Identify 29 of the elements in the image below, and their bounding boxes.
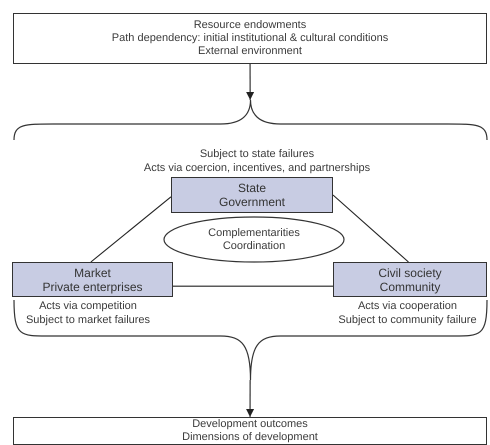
connector-line bbox=[173, 286, 333, 287]
node-text: State bbox=[238, 181, 266, 195]
node-text: Coordination bbox=[222, 240, 286, 252]
annotation-text: Acts via cooperation bbox=[358, 299, 458, 313]
node-text: Market bbox=[74, 266, 111, 280]
annotation-text: Subject to community failure bbox=[338, 313, 477, 327]
sector-box bbox=[171, 177, 333, 213]
node-text: Development outcomes bbox=[192, 418, 308, 431]
annotation-text: Acts via competition bbox=[39, 299, 137, 313]
annotation-text: Subject to state failures bbox=[200, 147, 314, 161]
node-text: Civil society bbox=[378, 266, 442, 280]
node-text: External environment bbox=[198, 45, 302, 58]
connector-line bbox=[332, 194, 409, 262]
node-text: Complementarities bbox=[208, 226, 300, 240]
outcome-box bbox=[13, 417, 487, 445]
node-text: Path dependency: initial institutional & cultural conditions bbox=[112, 32, 388, 45]
input-box bbox=[13, 13, 487, 64]
connector-line bbox=[90, 196, 172, 262]
arrow bbox=[246, 64, 254, 100]
node-text: Resource endowments bbox=[194, 19, 306, 32]
annotation-text: Acts via coercion, incentives, and partnerships bbox=[144, 161, 370, 175]
node-text: Private enterprises bbox=[42, 280, 143, 294]
node-text: Government bbox=[218, 195, 286, 209]
node-text: Community bbox=[380, 280, 440, 294]
sector-box bbox=[12, 262, 173, 297]
arrow bbox=[246, 380, 254, 417]
annotation-text: Subject to market failures bbox=[26, 313, 150, 327]
node-text: Dimensions of development bbox=[182, 431, 318, 444]
sector-box bbox=[333, 262, 487, 297]
